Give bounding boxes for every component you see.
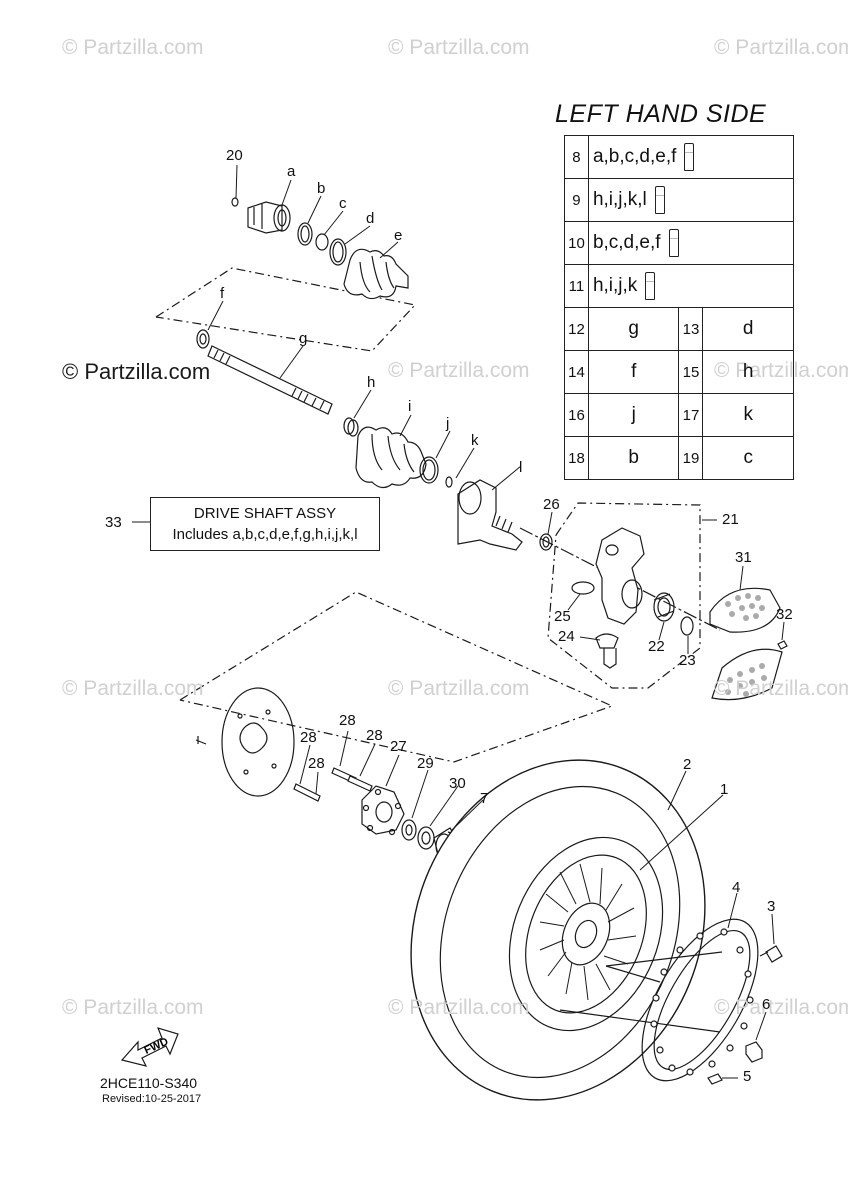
watermark: © Partzilla.com xyxy=(714,996,848,1019)
revision-date: Revised:10-25-2017 xyxy=(102,1093,202,1105)
kit-number: 13 xyxy=(678,307,704,351)
part-callout: 28 xyxy=(339,712,356,729)
legend-row: 9 h,i,j,k,l xyxy=(564,178,795,222)
legend-title: LEFT HAND SIDE xyxy=(555,100,767,128)
part-callout: 7 xyxy=(480,790,489,807)
legend-row: 16 j 17 k xyxy=(564,393,794,437)
legend-row: 18 b 19 c xyxy=(564,436,794,480)
watermark: © Partzilla.com xyxy=(714,36,848,59)
legend-row: 14 f 15 h xyxy=(564,350,794,394)
part-callout: 26 xyxy=(543,496,560,513)
part-callout: 24 xyxy=(558,628,575,645)
kit-letter: j xyxy=(587,393,680,437)
part-callout: 25 xyxy=(554,608,571,625)
part-callout: c xyxy=(339,195,347,212)
part-callout: 5 xyxy=(743,1068,752,1085)
kit-parts-text: b,c,d,e,f xyxy=(592,232,661,254)
part-callout: 21 xyxy=(722,511,739,528)
watermark: © Partzilla.com xyxy=(388,36,530,59)
kit-parts-text: h,i,j,k,l xyxy=(592,189,647,211)
assembly-includes: Includes a,b,c,d,e,f,g,h,i,j,k,l xyxy=(172,526,358,543)
watermark: © Partzilla.com xyxy=(388,996,530,1019)
part-callout: a xyxy=(287,163,296,180)
part-callout: 1 xyxy=(720,781,729,798)
part-callout: 28 xyxy=(300,729,317,746)
kit-number: 9 xyxy=(564,178,589,222)
kit-letter: c xyxy=(702,436,794,480)
assembly-ref-number: 33 xyxy=(105,514,122,531)
diagram-code: 2HCE110-S340 xyxy=(100,1075,198,1091)
part-callout: 4 xyxy=(732,879,741,896)
part-callout: 29 xyxy=(417,755,434,772)
part-callout: 27 xyxy=(390,738,407,755)
kit-parts-text: a,b,c,d,e,f xyxy=(592,146,677,168)
drive-shaft-assy-box: DRIVE SHAFT ASSY Includes a,b,c,d,e,f,g,… xyxy=(150,497,380,551)
assembly-name: DRIVE SHAFT ASSY xyxy=(193,505,337,522)
part-callout: 31 xyxy=(735,549,752,566)
kit-letter: d xyxy=(702,307,794,351)
kit-parts: b,c,d,e,f xyxy=(587,221,795,265)
legend-row: 11 h,i,j,k xyxy=(564,264,795,308)
kit-letter: k xyxy=(702,393,794,437)
kit-letter: b xyxy=(587,436,680,480)
legend-row: 10 b,c,d,e,f xyxy=(564,221,795,265)
part-callout: 23 xyxy=(679,652,696,669)
part-callout: 3 xyxy=(767,898,776,915)
legend-row: 8 a,b,c,d,e,f xyxy=(564,135,795,179)
part-callout: f xyxy=(220,285,225,302)
kit-number: 18 xyxy=(564,436,589,480)
kit-parts-text: h,i,j,k xyxy=(592,275,638,297)
part-callout: 32 xyxy=(776,606,793,623)
part-callout: k xyxy=(471,432,479,449)
part-callout: i xyxy=(408,398,412,415)
kit-letter: h xyxy=(702,350,794,394)
kit-letter: g xyxy=(587,307,680,351)
part-callout: 28 xyxy=(366,727,383,744)
part-callout: 22 xyxy=(648,638,665,655)
fwd-label: FWD xyxy=(142,1036,170,1057)
watermark: © Partzilla.com xyxy=(388,677,530,700)
watermark: © Partzilla.com xyxy=(714,677,848,700)
part-callout: 30 xyxy=(449,775,466,792)
part-callout: h xyxy=(367,374,376,391)
grease-tube-icon xyxy=(684,143,695,171)
kit-number: 14 xyxy=(564,350,589,394)
kit-number: 12 xyxy=(564,307,589,351)
grease-tube-icon xyxy=(645,272,656,300)
kit-number: 19 xyxy=(678,436,704,480)
part-callout: 28 xyxy=(308,755,325,772)
part-callout: e xyxy=(394,227,403,244)
watermark: © Partzilla.com xyxy=(62,996,204,1019)
legend-row: 12 g 13 d xyxy=(564,307,794,351)
grease-tube-icon xyxy=(668,229,679,257)
watermark: © Partzilla.com xyxy=(62,677,204,700)
part-callout: 20 xyxy=(226,147,243,164)
kit-number: 11 xyxy=(564,264,589,308)
part-callout: g xyxy=(299,330,308,347)
part-callout: d xyxy=(366,210,375,227)
watermark: © Partzilla.com xyxy=(62,36,204,59)
grease-tube-icon xyxy=(654,186,665,214)
kit-parts: a,b,c,d,e,f xyxy=(587,135,795,179)
kit-parts: h,i,j,k xyxy=(587,264,795,308)
kit-legend-table: 8 a,b,c,d,e,f 9 h,i,j,k,l 10 b,c,d,e,f 1… xyxy=(564,135,795,480)
kit-parts: h,i,j,k,l xyxy=(587,178,795,222)
brand-watermark: © Partzilla.com xyxy=(62,359,211,384)
part-callout: l xyxy=(519,459,523,476)
part-callout: 6 xyxy=(762,996,771,1013)
kit-number: 15 xyxy=(678,350,704,394)
kit-number: 10 xyxy=(564,221,589,265)
kit-number: 16 xyxy=(564,393,589,437)
kit-letter: f xyxy=(587,350,680,394)
kit-number: 17 xyxy=(678,393,704,437)
kit-number: 8 xyxy=(564,135,589,179)
part-callout: 2 xyxy=(683,756,692,773)
part-callout: j xyxy=(446,415,450,432)
watermark: © Partzilla.com xyxy=(388,359,530,382)
part-callout: b xyxy=(317,180,326,197)
fwd-arrow-icon: FWD xyxy=(120,1027,179,1067)
